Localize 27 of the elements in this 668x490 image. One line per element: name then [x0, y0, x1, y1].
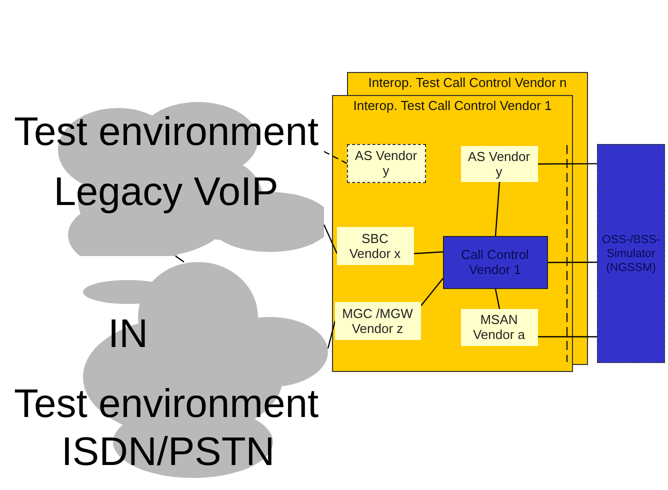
connector-line — [538, 336, 597, 338]
component-box: MSAN Vendor a — [460, 308, 538, 346]
network-label: ISDN/PSTN — [60, 430, 276, 474]
connector-line — [538, 163, 597, 165]
network-label: Test environment — [14, 110, 319, 154]
component-box: MGC /MGW Vendor z — [334, 302, 420, 340]
interop-test-panel — [347, 72, 588, 96]
interop-test-panel — [332, 95, 573, 372]
network-label: Test environment — [14, 382, 319, 426]
network-label: IN — [108, 312, 148, 356]
call-control-box: Call Control Vendor 1 — [442, 236, 548, 288]
connector-line — [494, 182, 500, 236]
connector-line — [414, 251, 444, 254]
panel-heading: Interop. Test Call Control Vendor 1 — [352, 98, 553, 113]
simulator-box: OSS-/BSS-Simulator (NGSSM) — [597, 144, 665, 363]
connector-line — [323, 224, 338, 254]
connector-line — [324, 150, 348, 164]
connector-line — [548, 262, 597, 264]
network-label: Legacy VoIP — [52, 170, 280, 214]
component-box: AS Vendor y — [460, 146, 538, 182]
connector-line — [420, 278, 444, 306]
component-box: AS Vendor y — [346, 144, 426, 182]
connector-line — [327, 320, 336, 349]
connector-line — [175, 256, 184, 262]
panel-heading: Interop. Test Call Control Vendor n — [367, 75, 568, 90]
connector-line — [494, 288, 500, 310]
component-box: SBC Vendor x — [336, 226, 414, 264]
